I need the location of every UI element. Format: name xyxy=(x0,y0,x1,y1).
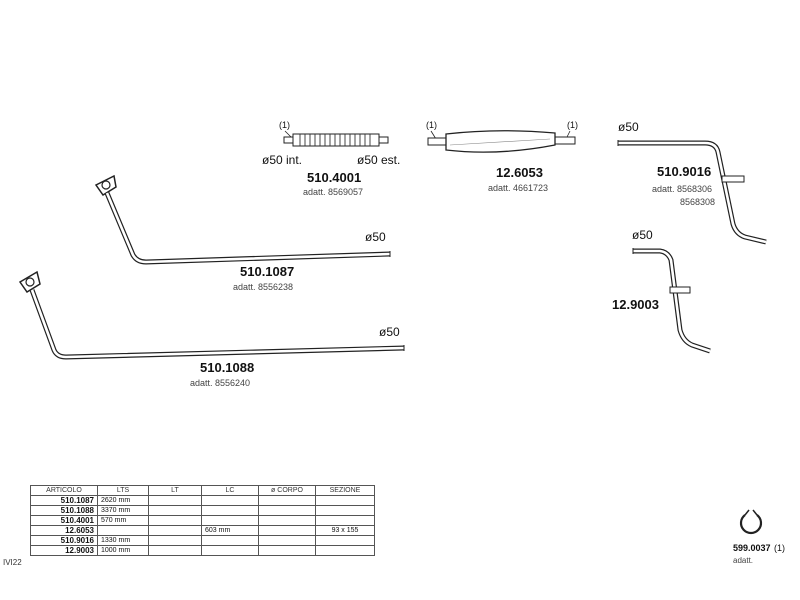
note-right-12-6053: (1) xyxy=(567,120,578,130)
cell-lts: 570 mm xyxy=(97,515,149,526)
dia-12-9003: ø50 xyxy=(632,228,653,242)
col-sezione: SEZIONE xyxy=(315,485,375,496)
cell-lt xyxy=(148,515,202,526)
cell-sezione xyxy=(315,495,375,506)
col-lc: LC xyxy=(201,485,259,496)
cell-lc xyxy=(201,545,259,556)
table-row: 510.9016 1330 mm xyxy=(30,535,375,546)
cell-corpo xyxy=(258,495,316,506)
cell-articolo: 510.1087 xyxy=(30,495,98,506)
clamp-ring xyxy=(739,514,763,535)
cell-lc xyxy=(201,505,259,516)
adatt-510-1088: adatt. 8556240 xyxy=(190,378,250,388)
reference-code: IVI22 xyxy=(3,558,22,567)
parts-table: ARTICOLO LTS LT LC ø CORPO SEZIONE 510.1… xyxy=(30,485,375,556)
dia-510-1088: ø50 xyxy=(379,325,400,339)
part-510-1088[interactable]: ø50 510.1088 adatt. 8556240 xyxy=(18,270,405,388)
dia-est-label: ø50 est. xyxy=(357,153,400,167)
part-12-6053[interactable]: (1) (1) 12.6053 adatt. 4661723 xyxy=(426,120,578,193)
code-599-0037: 599.0037 xyxy=(733,543,771,553)
part-599-0037[interactable]: 599.0037 (1) adatt. xyxy=(733,509,785,565)
table-row: 12.6053 603 mm 93 x 155 xyxy=(30,525,375,536)
adatt-599-0037: adatt. xyxy=(733,556,753,565)
part-12-9003[interactable]: ø50 12.9003 xyxy=(612,228,711,354)
cell-lts: 3370 mm xyxy=(97,505,149,516)
col-lt: LT xyxy=(148,485,202,496)
cell-corpo xyxy=(258,525,316,536)
col-corpo: ø CORPO xyxy=(258,485,316,496)
adatt-12-6053: adatt. 4661723 xyxy=(488,183,548,193)
cell-lts: 1000 mm xyxy=(97,545,149,556)
table-row: 510.4001 570 mm xyxy=(30,515,375,526)
cell-articolo: 12.9003 xyxy=(30,545,98,556)
cell-lts xyxy=(97,525,149,536)
cell-lc xyxy=(201,495,259,506)
dia-510-1087: ø50 xyxy=(365,230,386,244)
cell-lt xyxy=(148,545,202,556)
adatt2-510-9016: 8568308 xyxy=(680,197,715,207)
dia-510-9016: ø50 xyxy=(618,120,639,134)
cell-lts: 1330 mm xyxy=(97,535,149,546)
table-row: 510.1088 3370 mm xyxy=(30,505,375,516)
muffler-body xyxy=(445,130,556,153)
cell-lc xyxy=(201,515,259,526)
part-510-1087[interactable]: ø50 510.1087 adatt. 8556238 xyxy=(94,174,391,292)
col-articolo: ARTICOLO xyxy=(30,485,98,496)
cell-lt xyxy=(148,535,202,546)
code-510-1087: 510.1087 xyxy=(240,264,294,279)
code-510-9016: 510.9016 xyxy=(657,164,711,179)
cell-sezione xyxy=(315,535,375,546)
adatt-510-9016: adatt. 8568306 xyxy=(652,184,712,194)
part-510-4001[interactable]: (1) ø50 int. ø50 est. 510.4001 adatt. 85… xyxy=(262,120,400,197)
flex-pipe-body xyxy=(292,133,380,147)
cell-articolo: 510.9016 xyxy=(30,535,98,546)
cell-corpo xyxy=(258,515,316,526)
code-12-9003: 12.9003 xyxy=(612,297,659,312)
code-12-6053: 12.6053 xyxy=(496,165,543,180)
cell-corpo xyxy=(258,545,316,556)
table-row: 510.1087 2620 mm xyxy=(30,495,375,506)
code-510-1088: 510.1088 xyxy=(200,360,254,375)
note-left-12-6053: (1) xyxy=(426,120,437,130)
adatt-510-4001: adatt. 8569057 xyxy=(303,187,363,197)
code-510-4001: 510.4001 xyxy=(307,170,361,185)
dia-int-label: ø50 int. xyxy=(262,153,302,167)
note-510-4001: (1) xyxy=(279,120,290,130)
cell-sezione: 93 x 155 xyxy=(315,525,375,536)
adatt-510-1087: adatt. 8556238 xyxy=(233,282,293,292)
cell-lc xyxy=(201,535,259,546)
part-510-9016[interactable]: ø50 510.9016 adatt. 8568306 8568308 xyxy=(617,120,767,245)
flex-pipe-corrugation xyxy=(299,134,371,146)
cell-lc: 603 mm xyxy=(201,525,259,536)
cell-articolo: 510.1088 xyxy=(30,505,98,516)
cell-lts: 2620 mm xyxy=(97,495,149,506)
cell-corpo xyxy=(258,505,316,516)
cell-lt xyxy=(148,525,202,536)
note-599-0037: (1) xyxy=(774,543,785,553)
table-row: 12.9003 1000 mm xyxy=(30,545,375,556)
cell-sezione xyxy=(315,545,375,556)
cell-articolo: 510.4001 xyxy=(30,515,98,526)
cell-corpo xyxy=(258,535,316,546)
cell-sezione xyxy=(315,505,375,516)
cell-articolo: 12.6053 xyxy=(30,525,98,536)
table-header-row: ARTICOLO LTS LT LC ø CORPO SEZIONE xyxy=(30,485,375,496)
cell-lt xyxy=(148,495,202,506)
col-lts: LTS xyxy=(97,485,149,496)
cell-sezione xyxy=(315,515,375,526)
cell-lt xyxy=(148,505,202,516)
